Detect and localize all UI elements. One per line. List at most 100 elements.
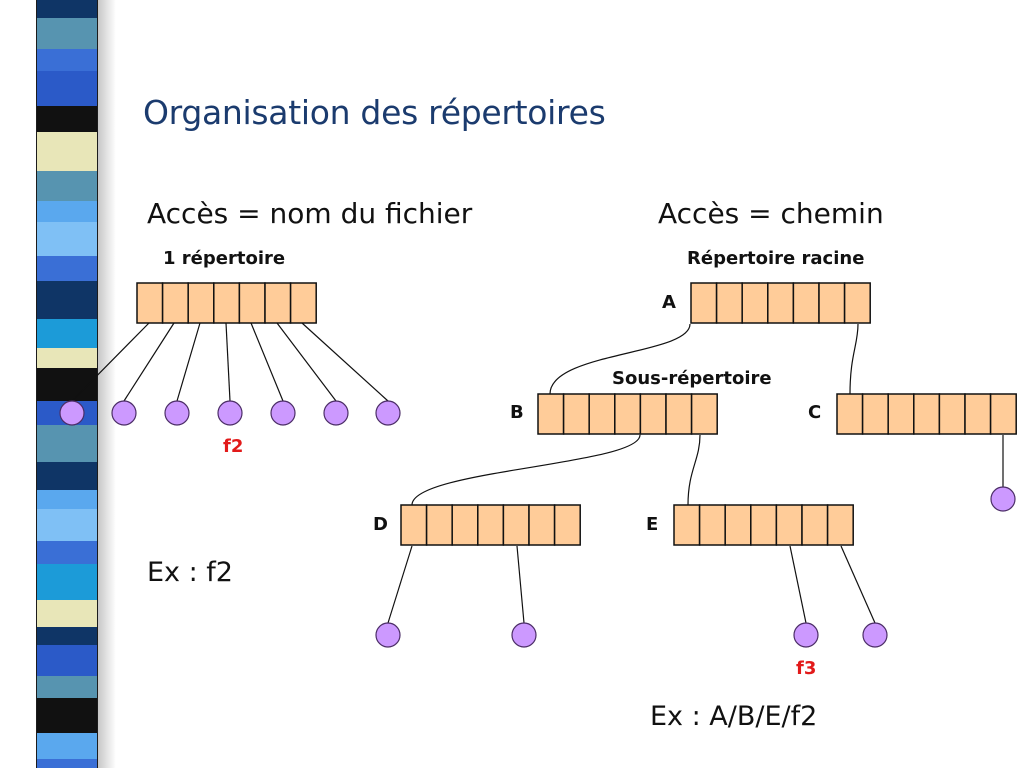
directory-entry (887, 393, 915, 435)
directory-entry (289, 282, 317, 324)
right-heading: Accès = chemin (658, 197, 884, 230)
band-stripe (37, 462, 97, 490)
directory-entry (553, 504, 581, 546)
file-node (990, 486, 1016, 512)
connector-line (789, 545, 807, 624)
directory-entry (826, 504, 854, 546)
directory-entry (213, 282, 241, 324)
directory-entry (187, 282, 215, 324)
directory-entry (614, 393, 642, 435)
band-stripe (37, 71, 97, 106)
band-stripe (37, 106, 97, 132)
directory-entry (425, 504, 453, 546)
band-stripe (37, 676, 97, 698)
connector-line (411, 434, 641, 506)
directory-entry (161, 282, 189, 324)
directory-entry (913, 393, 941, 435)
directory-e (673, 504, 854, 546)
band-stripe (37, 600, 97, 627)
directory-entry (989, 393, 1017, 435)
directory-entry (724, 504, 752, 546)
connector-line (840, 545, 876, 624)
directory-entry (238, 282, 266, 324)
directory-entry (861, 393, 889, 435)
connector-line (225, 322, 231, 402)
connector-line (849, 323, 859, 395)
directory-b (537, 393, 718, 435)
connector-line (250, 322, 284, 402)
directory-entry (843, 282, 871, 324)
connector-line (176, 322, 201, 402)
directory-entry (136, 282, 164, 324)
directory-label-d: D (373, 514, 388, 535)
connector-line (71, 322, 150, 402)
single-directory-caption: 1 répertoire (163, 248, 286, 269)
single-directory (136, 282, 317, 324)
band-stripe (37, 425, 97, 462)
slide-title: Organisation des répertoires (143, 93, 606, 132)
directory-entry (502, 504, 530, 546)
band-stripe (37, 171, 97, 201)
connector-line (276, 322, 337, 402)
directory-entry (690, 393, 718, 435)
directory-d (400, 504, 581, 546)
band-stripe (37, 348, 97, 368)
left-example: Ex : f2 (147, 557, 233, 588)
file-node (59, 400, 85, 426)
directory-entry (750, 504, 778, 546)
band-stripe (37, 698, 97, 733)
directory-entry (741, 282, 769, 324)
directory-entry (801, 504, 829, 546)
file-node (511, 622, 537, 648)
directory-label-c: C (808, 402, 822, 423)
directory-a (690, 282, 871, 324)
directory-label-e: E (646, 514, 659, 535)
band-stripe (37, 627, 97, 645)
file-node (270, 400, 296, 426)
file-node (793, 622, 819, 648)
directory-entry (715, 282, 743, 324)
connector-line (301, 322, 389, 402)
directory-c (836, 393, 1017, 435)
file-label-f2: f2 (223, 436, 244, 457)
band-stripe (37, 541, 97, 564)
band-stripe (37, 222, 97, 256)
directory-entry (792, 282, 820, 324)
connector-line (387, 545, 413, 624)
right-example: Ex : A/B/E/f2 (650, 701, 818, 732)
file-node (323, 400, 349, 426)
directory-entry (775, 504, 803, 546)
band-stripe (37, 0, 97, 18)
band-stripe (37, 256, 97, 281)
directory-entry (938, 393, 966, 435)
file-node (375, 400, 401, 426)
band-stripe (37, 281, 97, 319)
subdirectory-caption: Sous-répertoire (612, 368, 772, 389)
left-heading: Accès = nom du fichier (147, 197, 473, 230)
directory-entry (690, 282, 718, 324)
directory-entry (818, 282, 846, 324)
file-node (375, 622, 401, 648)
band-stripe (37, 18, 97, 49)
directory-entry (562, 393, 590, 435)
band-stripe (37, 319, 97, 348)
band-stripe (37, 490, 97, 509)
band-stripe (37, 509, 97, 541)
connector-line (123, 322, 175, 402)
directory-entry (698, 504, 726, 546)
file-node (111, 400, 137, 426)
directory-entry (451, 504, 479, 546)
directory-entry (477, 504, 505, 546)
directory-entry (528, 504, 556, 546)
directory-entry (400, 504, 428, 546)
band-stripe (37, 564, 97, 600)
links (71, 322, 1004, 624)
directory-entry (767, 282, 795, 324)
root-directory-caption: Répertoire racine (687, 248, 865, 269)
connector-line (687, 434, 701, 506)
band-stripe (37, 49, 97, 71)
directory-entry (264, 282, 292, 324)
file-nodes (59, 400, 1016, 648)
directory-entry (964, 393, 992, 435)
